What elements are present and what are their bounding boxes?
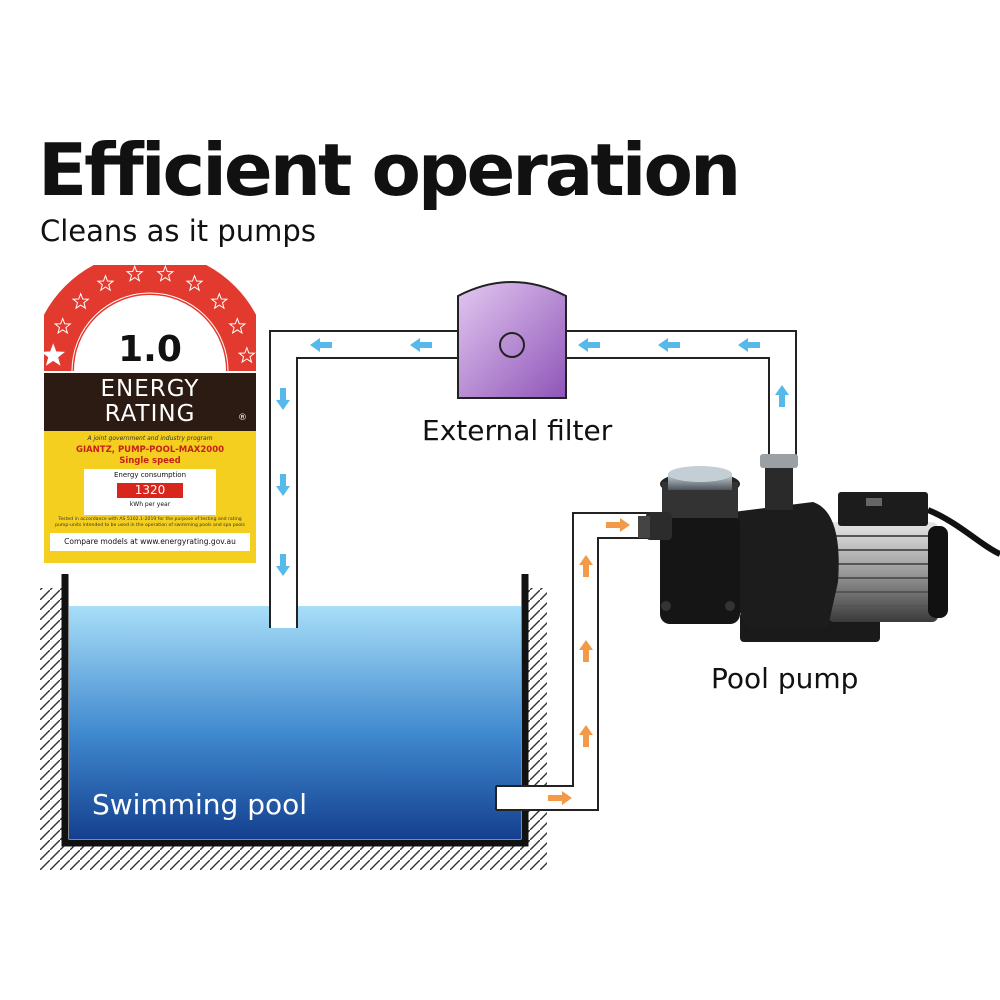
arrow-down-icon [276, 388, 290, 410]
arrow-left-icon [658, 338, 680, 352]
speed-type: Single speed [119, 456, 181, 466]
arrow-left-icon [738, 338, 760, 352]
rating-title-line1: ENERGY [100, 376, 200, 402]
pool-label: Swimming pool [92, 788, 308, 821]
star-outline-icon [53, 317, 72, 335]
star-filled-icon [44, 343, 66, 366]
ground-hatching [40, 588, 547, 870]
rating-title-line2: RATING [104, 401, 196, 427]
star-outline-icon [71, 292, 90, 310]
consumption-label: Energy consumption [113, 471, 187, 479]
pump-label: Pool pump [711, 662, 859, 695]
program-note: A joint government and industry program [87, 435, 213, 442]
star-outline-icon [185, 274, 204, 292]
rating-value: 1.0 [118, 329, 182, 370]
arrow-left-icon [410, 338, 432, 352]
star-outline-icon [228, 317, 247, 335]
return-pipe-left [269, 330, 458, 628]
star-outline-icon [96, 274, 115, 292]
star-outline-icon [237, 346, 256, 364]
arrow-right-icon [606, 518, 630, 532]
arrow-up-icon [775, 385, 789, 407]
swimming-pool [61, 574, 529, 847]
rating-band [44, 373, 256, 431]
arrow-down-icon [276, 554, 290, 576]
pool-pump-image [638, 454, 1000, 642]
compare-models-link: Compare models at www.energyrating.gov.a… [50, 533, 250, 551]
arrow-right-icon [548, 791, 572, 805]
intake-flow-arrows [548, 518, 630, 805]
star-outline-icon [210, 292, 229, 310]
arrow-left-icon [578, 338, 600, 352]
filter-label: External filter [422, 414, 613, 447]
external-filter [457, 281, 567, 399]
star-outline-icon [125, 265, 144, 282]
filter-port-icon [499, 332, 525, 358]
test-standard-note: Tested in accordance with AS 5102.1-2019… [55, 517, 245, 528]
registered-mark: ® [238, 413, 247, 423]
page-title: Efficient operation [38, 128, 741, 212]
page-subtitle: Cleans as it pumps [40, 214, 316, 248]
energy-rating-label: 1.0 ENERGY RATING ® A joint government a… [44, 265, 256, 563]
consumption-value: 1320 [117, 483, 183, 498]
star-outline-icon [156, 265, 175, 282]
arrow-left-icon [310, 338, 332, 352]
star-rating-arc [44, 265, 256, 372]
arrow-up-icon [579, 555, 593, 577]
arrow-up-icon [579, 725, 593, 747]
return-flow-arrows [276, 338, 789, 576]
arrow-down-icon [276, 474, 290, 496]
consumption-unit: kWh per year [129, 501, 171, 508]
model-name: GIANTZ, PUMP-POOL-MAX2000 [75, 445, 225, 455]
arrow-up-icon [579, 640, 593, 662]
